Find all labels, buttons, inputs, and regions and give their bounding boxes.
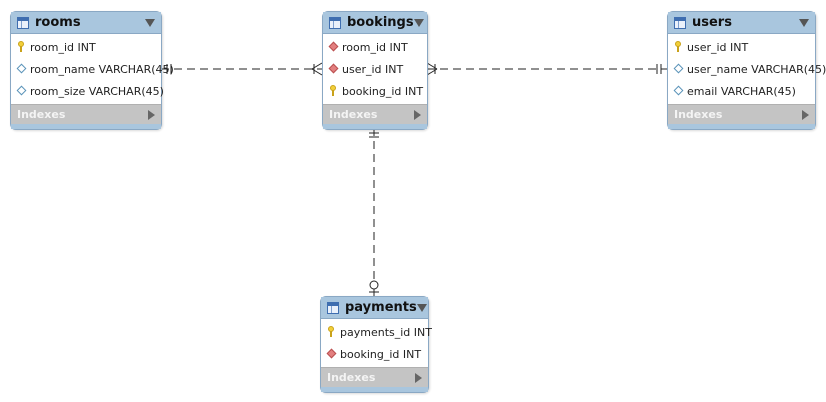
column-label: booking_id INT [342,84,424,98]
table-rooms[interactable]: rooms room_id INT room_name VARCHAR(45) … [10,11,174,130]
indexes-section[interactable]: Indexes [11,104,161,124]
collapse-arrow-icon[interactable] [799,18,809,27]
collapse-arrow-icon[interactable] [145,18,155,27]
column-row[interactable]: booking_id INT [323,80,427,102]
indexes-label: Indexes [329,108,378,121]
table-title: payments [345,300,417,315]
column-label: room_id INT [30,40,96,54]
primary-key-icon [327,326,336,338]
table-bottom-bar [321,387,428,392]
foreign-key-icon [329,41,338,53]
column-list: room_id INT room_name VARCHAR(45) room_s… [11,34,174,104]
expand-arrow-icon[interactable] [148,109,155,120]
column-list: room_id INT user_id INT booking_id INT [323,34,427,104]
table-icon [329,16,341,29]
column-label: room_size VARCHAR(45) [30,84,164,98]
table-users[interactable]: users user_id INT user_name VARCHAR(45) … [667,11,826,130]
table-title: bookings [347,15,414,30]
expand-arrow-icon[interactable] [802,109,809,120]
column-row[interactable]: user_id INT [668,36,815,58]
column-row[interactable]: payments_id INT [321,321,432,343]
table-bottom-bar [323,124,427,129]
column-label: payments_id INT [340,325,432,339]
foreign-key-icon [329,63,338,75]
primary-key-icon [329,85,338,97]
column-row[interactable]: email VARCHAR(45) [668,80,815,102]
table-icon [674,16,686,29]
attribute-diamond-icon [17,63,26,75]
table-bottom-bar [668,124,815,129]
zero-optional-marker-payments [369,280,379,290]
table-bookings[interactable]: bookings room_id INT user_id INT booking… [322,11,428,130]
attribute-diamond-icon [674,63,683,75]
column-label: booking_id INT [340,347,422,361]
column-label: room_name VARCHAR(45) [30,62,174,76]
column-list: payments_id INT booking_id INT [321,319,432,367]
column-row[interactable]: booking_id INT [321,343,428,365]
table-header[interactable]: rooms [11,12,161,34]
column-label: email VARCHAR(45) [687,84,796,98]
collapse-arrow-icon[interactable] [413,18,424,27]
indexes-section[interactable]: Indexes [668,104,815,124]
crowfoot-marker-bookings-left-2 [311,68,323,76]
table-title: rooms [35,15,81,30]
primary-key-icon [17,41,26,53]
column-row[interactable]: room_id INT [11,36,161,58]
column-row[interactable]: user_id INT [323,58,427,80]
table-bottom-bar [11,124,161,129]
indexes-section[interactable]: Indexes [323,104,427,124]
table-header[interactable]: payments [321,297,428,319]
column-list: user_id INT user_name VARCHAR(45) email … [668,34,826,104]
indexes-section[interactable]: Indexes [321,367,428,387]
table-header[interactable]: users [668,12,815,34]
table-header[interactable]: bookings [323,12,427,34]
column-row[interactable]: room_name VARCHAR(45) [11,58,174,80]
column-row[interactable]: room_id INT [323,36,427,58]
table-icon [327,301,339,314]
attribute-diamond-icon [674,85,683,97]
indexes-label: Indexes [17,108,66,121]
expand-arrow-icon[interactable] [414,109,421,120]
crowfoot-marker-bookings-left [311,62,323,70]
column-label: user_name VARCHAR(45) [687,62,826,76]
table-payments[interactable]: payments payments_id INT booking_id INT … [320,296,432,393]
column-label: user_id INT [342,62,404,76]
indexes-label: Indexes [674,108,723,121]
table-icon [17,16,29,29]
foreign-key-icon [327,348,336,360]
column-label: room_id INT [342,40,408,54]
attribute-diamond-icon [17,85,26,97]
primary-key-icon [674,41,683,53]
column-row[interactable]: user_name VARCHAR(45) [668,58,826,80]
table-title: users [692,15,732,30]
collapse-arrow-icon[interactable] [416,303,427,312]
indexes-label: Indexes [327,371,376,384]
column-row[interactable]: room_size VARCHAR(45) [11,80,164,102]
column-label: user_id INT [687,40,749,54]
expand-arrow-icon[interactable] [415,372,422,383]
